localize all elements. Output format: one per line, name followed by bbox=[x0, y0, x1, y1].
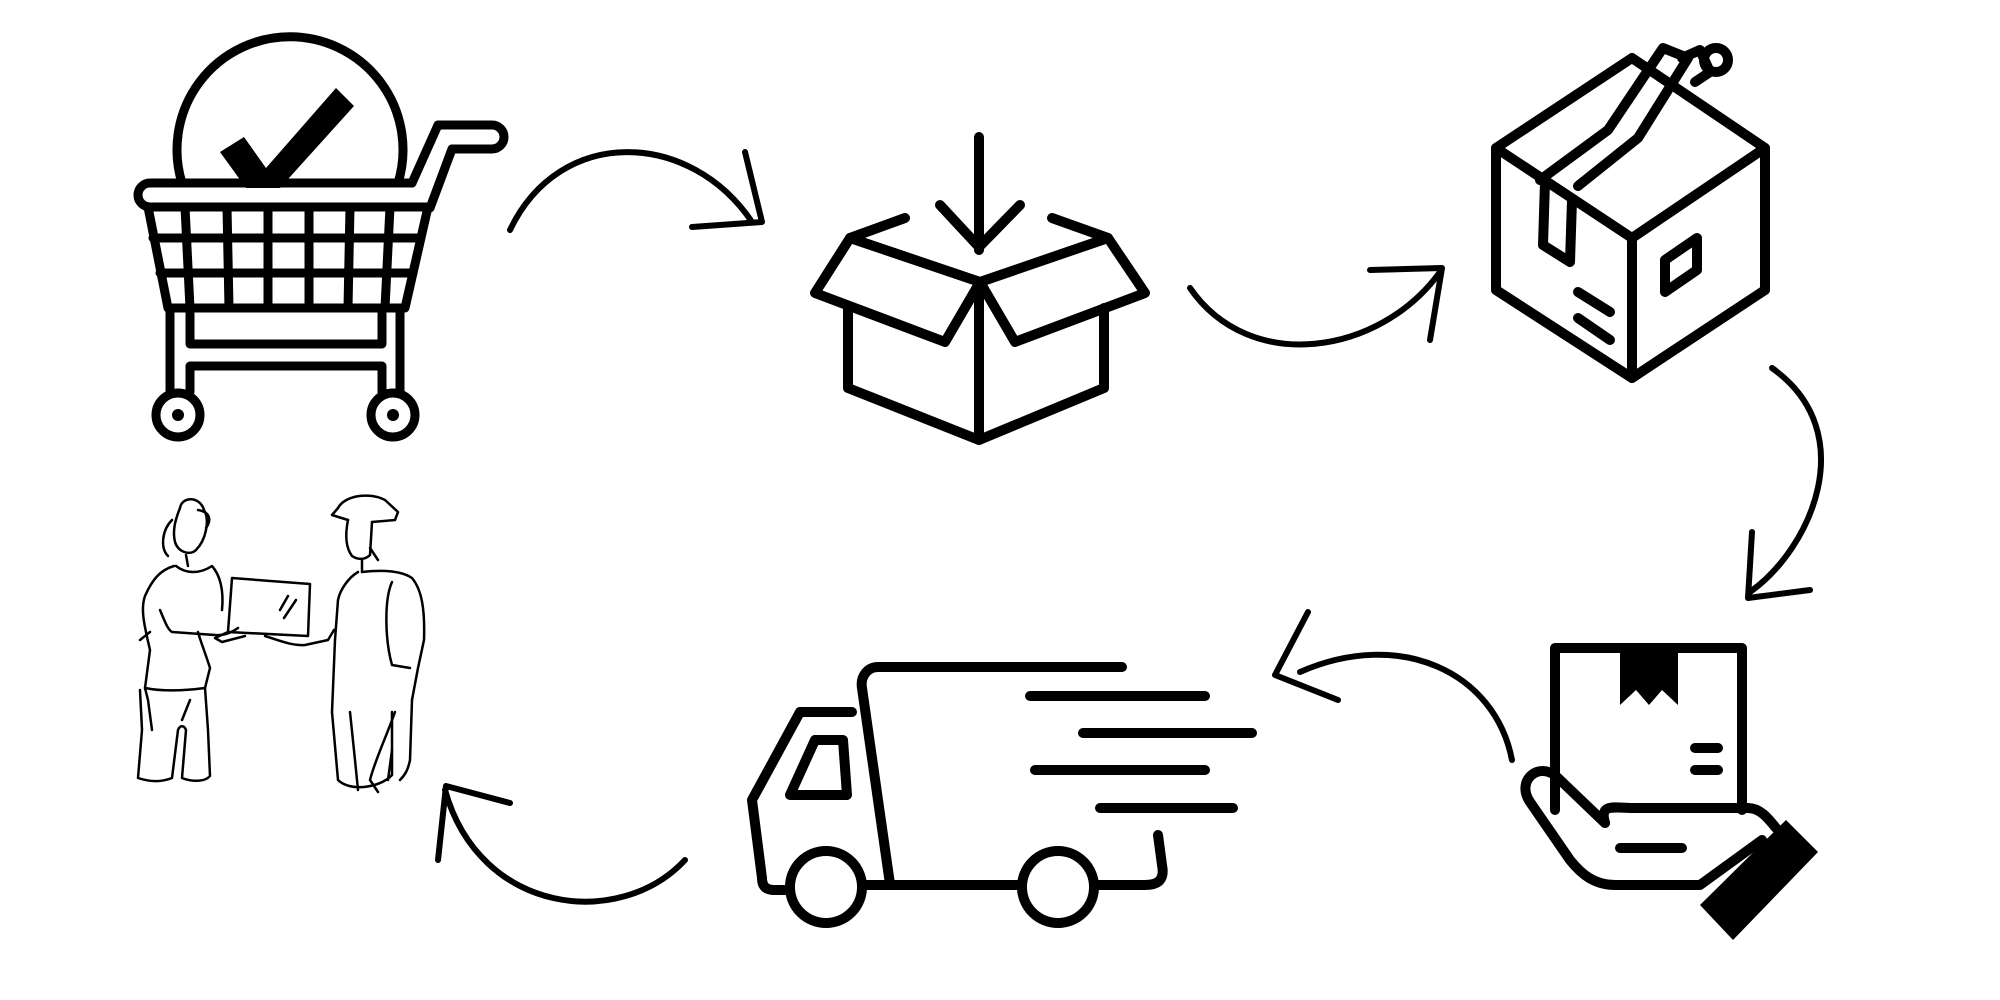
taped-package-icon bbox=[1491, 43, 1770, 383]
package-item bbox=[213, 576, 312, 644]
customer-figure bbox=[136, 498, 240, 783]
curved-arrow-icon bbox=[1272, 609, 1515, 763]
box-loading-icon bbox=[810, 132, 1150, 445]
courier-figure bbox=[263, 494, 426, 794]
hand-holding-package-icon bbox=[1520, 643, 1818, 940]
curved-arrow-icon bbox=[507, 149, 765, 233]
delivery-truck-icon bbox=[747, 662, 1257, 928]
courier-handing-package-icon bbox=[136, 494, 426, 794]
shopping-cart-check-icon bbox=[133, 32, 509, 442]
curved-arrow-icon bbox=[1745, 365, 1825, 601]
curved-arrow-icon bbox=[1187, 265, 1445, 348]
curved-arrow-icon bbox=[435, 783, 688, 905]
cart-wheel-hubs bbox=[172, 409, 399, 421]
